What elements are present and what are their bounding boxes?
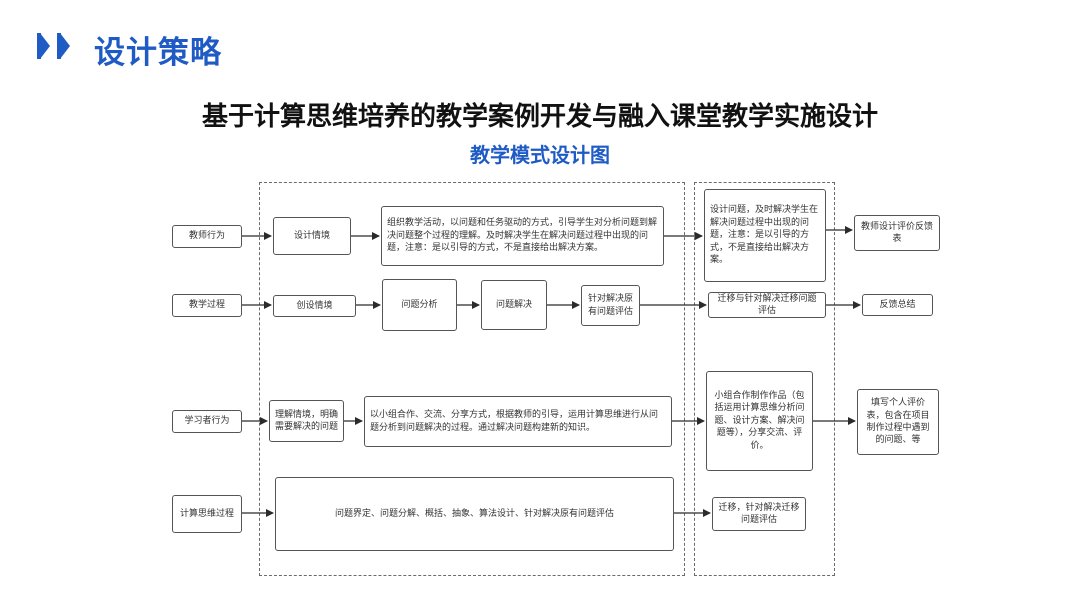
node-problem-analysis: 问题分析 [382,279,457,331]
node-evaluate-original: 针对解决原有问题评估 [581,285,640,326]
node-group-cooperation: 以小组合作、交流、分享方式，根据教师的引导，运用计算思维进行从问题分析到问题解决… [364,396,672,447]
node-organize-teaching: 组织教学活动，以问题和任务驱动的方式，引导学生对分析问题到解决问题整个过程的理解… [381,206,664,266]
row-label-learner: 学习者行为 [172,410,242,433]
header-marker-icon [37,33,50,59]
main-title: 基于计算思维培养的教学案例开发与融入课堂教学实施设计 [201,102,878,132]
row-label-ct: 计算思维过程 [172,495,242,533]
node-feedback-summary: 反馈总结 [862,294,933,316]
node-design-situation: 设计情境 [273,217,351,255]
node-group-work: 小组合作制作作品（包括运用计算思维分析问题、设计方案、解决问题等），分享交流、评… [706,371,813,471]
node-understand-situation: 理解情境，明确需要解决的问题 [269,400,344,442]
node-teacher-eval-form: 教师设计评价反馈表 [854,215,940,251]
dashed-region-main [259,182,685,576]
diagram-subtitle: 教学模式设计图 [470,143,610,167]
row-label-teacher: 教师行为 [172,225,242,248]
node-create-situation: 创设情境 [273,295,356,317]
node-design-problem: 设计问题，及时解决学生在解决问题过程中出现的问题，注意：是以引导的方式，不是直接… [704,189,826,282]
section-title: 设计策略 [94,35,222,71]
node-self-evaluation: 填写个人评价表，包含在项目制作过程中遇到的问题、等 [857,389,939,455]
header-marker-icon [57,33,70,59]
row-label-process: 教学过程 [172,294,242,317]
node-transfer-evaluate: 迁移与针对解决迁移问题评估 [708,292,826,318]
dashed-region-outcome [694,182,835,576]
node-problem-solving: 问题解决 [481,280,547,330]
node-ct-transfer: 迁移，针对解决迁移问题评估 [712,497,806,531]
node-ct-steps: 问题界定、问题分解、概括、抽象、算法设计、针对解决原有问题评估 [275,477,674,551]
